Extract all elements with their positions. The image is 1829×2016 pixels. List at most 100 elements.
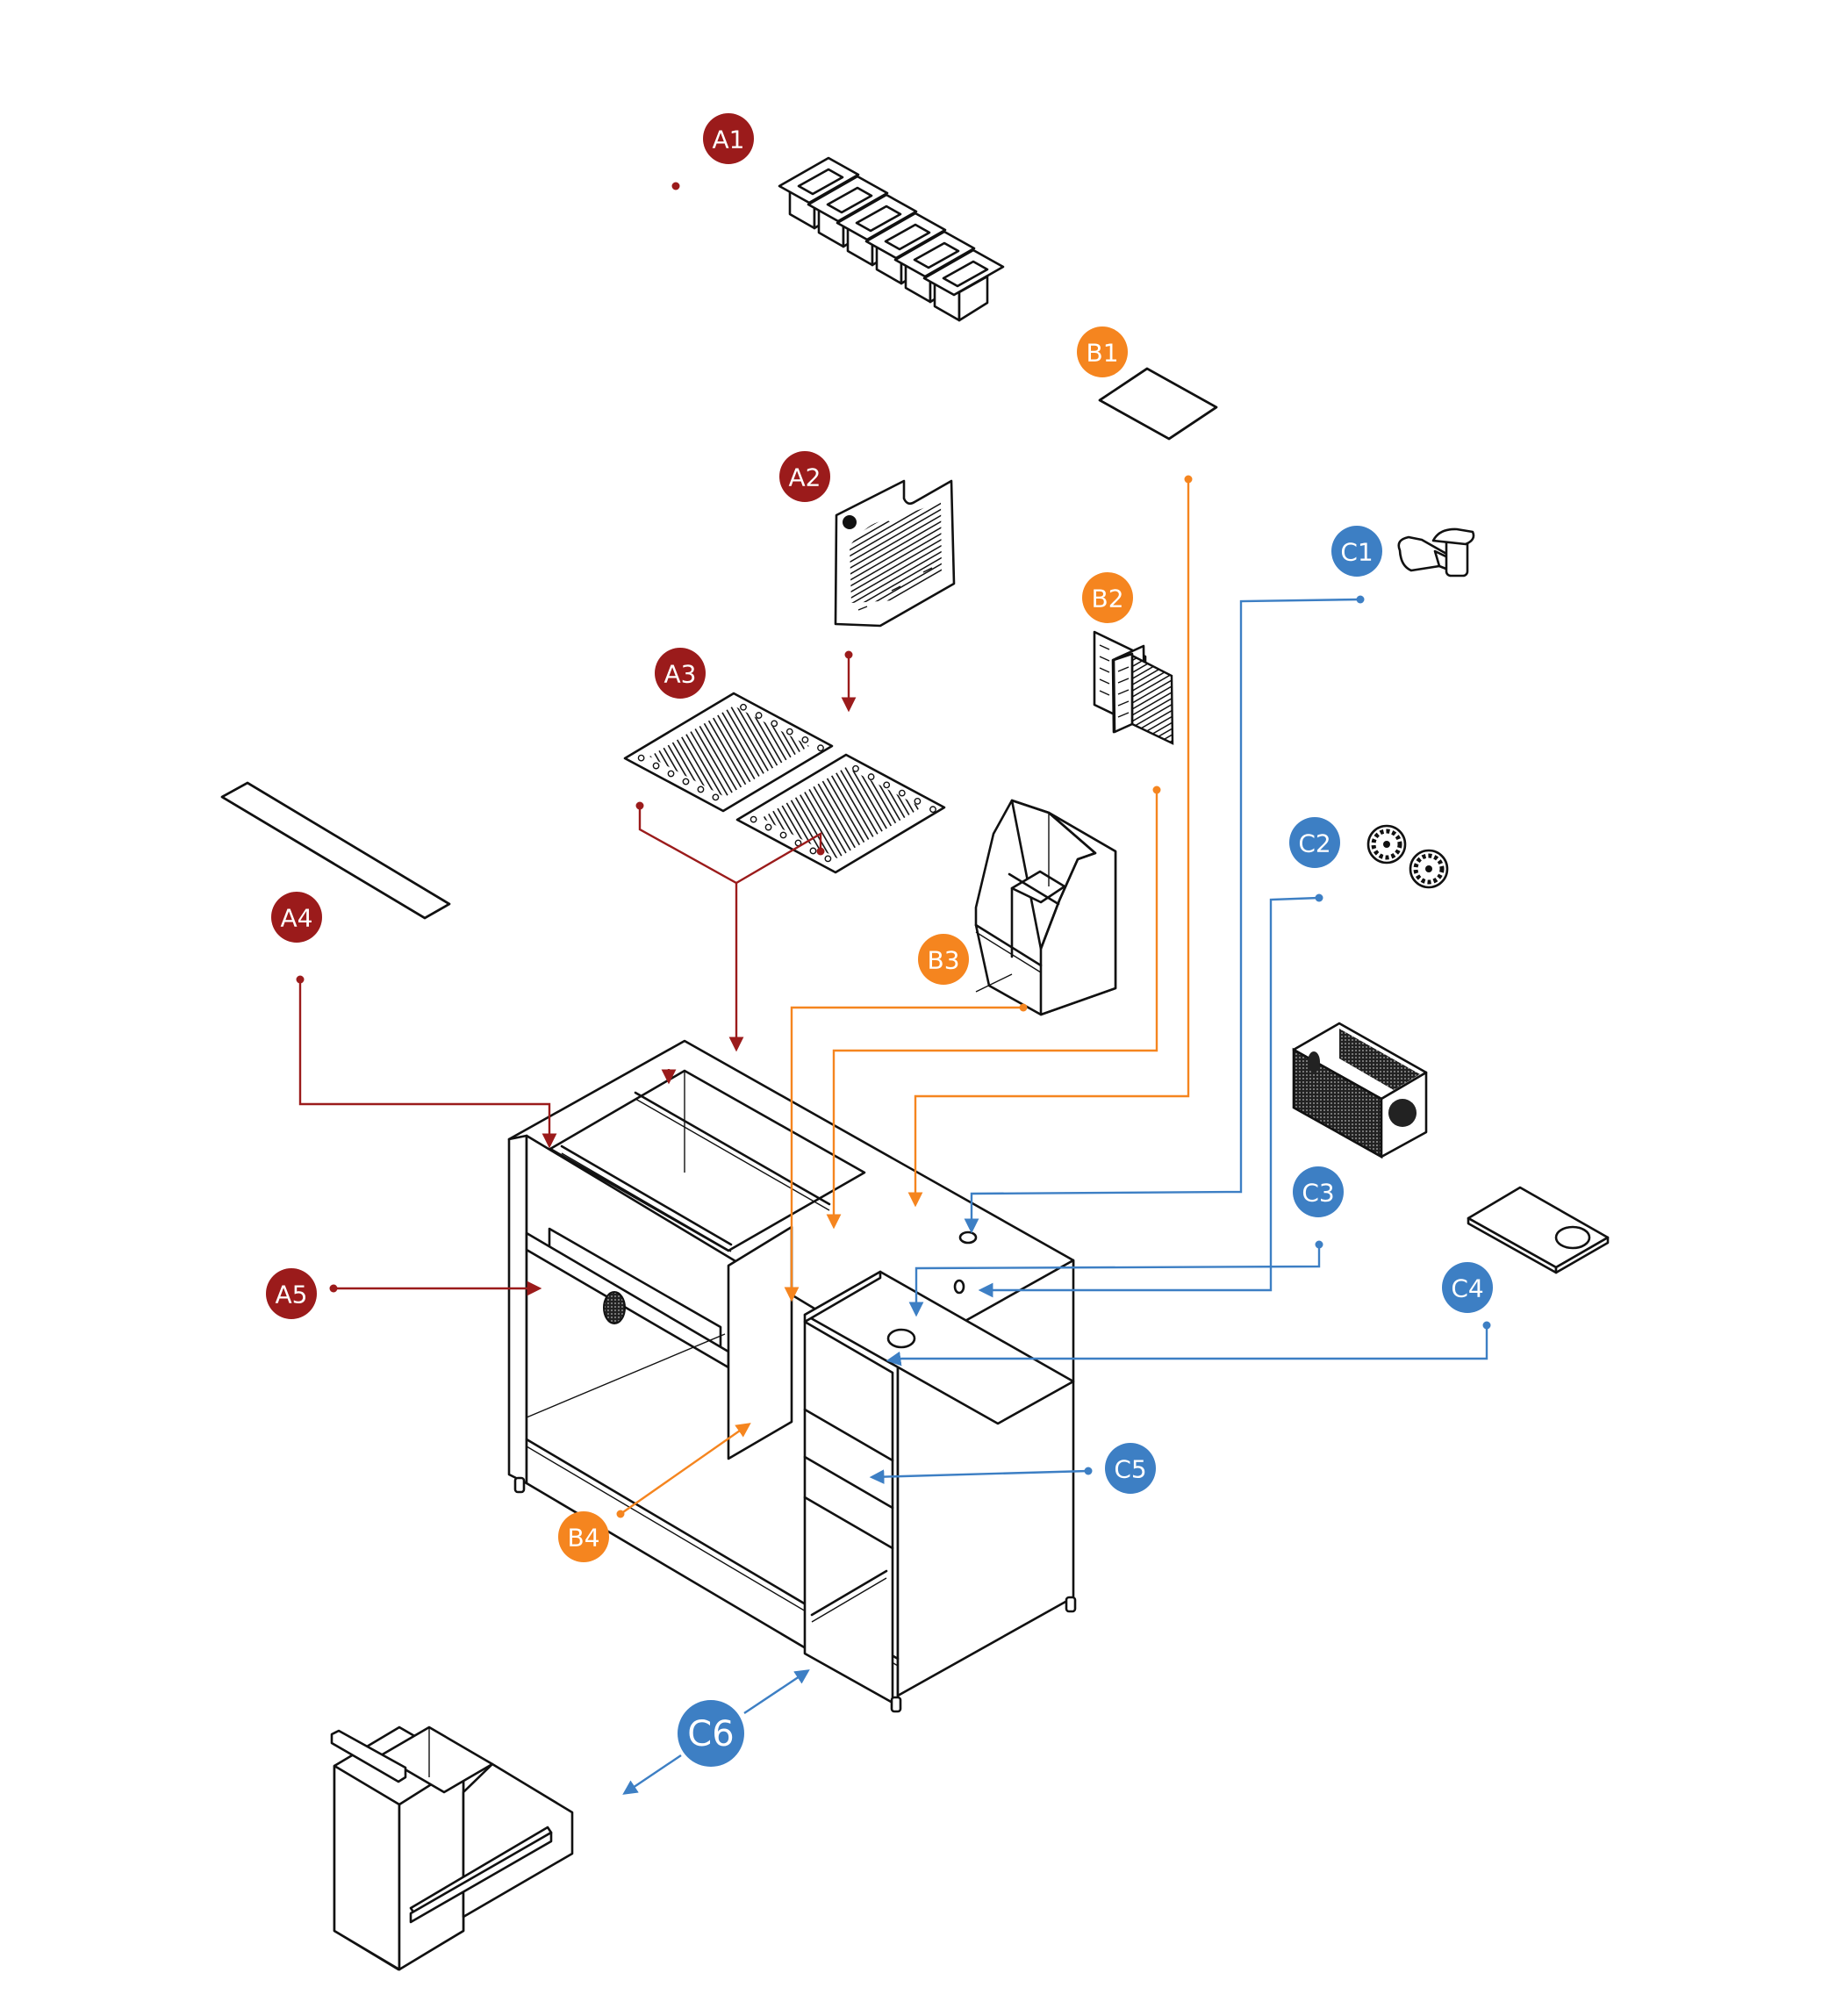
mounting-hole [697, 786, 705, 793]
mounting-hole [779, 831, 787, 839]
gastronorm-container [922, 248, 1005, 322]
part-b3-bottle-rack [974, 799, 1117, 1016]
badge-label: C4 [1451, 1274, 1483, 1303]
leader-dot [635, 801, 644, 810]
badge-label: C2 [1298, 829, 1331, 858]
callout-badge-c5[interactable]: C5 [1105, 1443, 1156, 1494]
badge-label: A2 [789, 463, 821, 492]
leader-dot [1184, 475, 1193, 484]
mounting-hole [929, 806, 936, 814]
part-c6-drawer-bin [330, 1725, 574, 1971]
leader-line-group-a [298, 979, 557, 1149]
mounting-hole [867, 773, 875, 780]
mounting-hole [914, 798, 922, 805]
badge-circle [266, 1268, 317, 1319]
part-b2-cross-grates [1093, 630, 1174, 745]
part-a2-divider-panel [834, 479, 956, 628]
mounting-hole [637, 754, 645, 762]
leader-dot [1482, 1321, 1491, 1330]
leader-dot [616, 1510, 625, 1518]
callout-badge-c1[interactable]: C1 [1331, 526, 1382, 577]
leader-line-group-c [869, 1469, 1089, 1485]
callout-badge-b3[interactable]: B3 [918, 934, 969, 985]
callout-badge-a5[interactable]: A5 [266, 1268, 317, 1319]
badge-label: A4 [281, 904, 313, 933]
badge-circle [1442, 1262, 1493, 1313]
leader-line-group-b [826, 790, 1158, 1230]
badge-label: C5 [1114, 1455, 1146, 1484]
part-c3-refrigeration-unit [1292, 1022, 1428, 1159]
leader-dot [816, 847, 825, 856]
badge-circle [1077, 326, 1128, 377]
mounting-hole [652, 762, 660, 770]
leader-dot [671, 182, 680, 190]
mounting-hole [801, 736, 809, 743]
part-c4-cover-plate [1467, 1186, 1610, 1274]
badge-label: A1 [713, 126, 745, 154]
mounting-hole [755, 712, 763, 719]
callout-badge-b1[interactable]: B1 [1077, 326, 1128, 377]
mounting-hole [898, 789, 906, 797]
badge-circle [1082, 572, 1133, 623]
badge-label: A5 [276, 1281, 308, 1309]
part-a1-container-row [778, 156, 1005, 322]
leader-line-group-c [622, 1754, 682, 1795]
badge-label: B3 [927, 946, 959, 975]
badge-circle [558, 1511, 609, 1562]
leader-dot [329, 1284, 338, 1293]
badge-circle [678, 1700, 744, 1767]
badge-circle [271, 892, 322, 943]
mounting-hole [809, 847, 817, 855]
mounting-hole [712, 793, 720, 801]
leader-dot [296, 975, 305, 984]
callout-badge-a4[interactable]: A4 [271, 892, 322, 943]
leader-line-group-b [907, 479, 1190, 1208]
badge-circle [1293, 1166, 1344, 1217]
callout-badge-a3[interactable]: A3 [655, 648, 706, 699]
part-c1-faucet [1397, 527, 1475, 578]
leader-dot [1084, 1467, 1093, 1475]
leader-dot [1356, 595, 1365, 604]
leader-dot [1152, 786, 1161, 794]
mounting-hole [771, 720, 778, 728]
callout-badge-c4[interactable]: C4 [1442, 1262, 1493, 1313]
badge-circle [1105, 1443, 1156, 1494]
badge-label: C3 [1302, 1179, 1334, 1208]
callout-badge-c2[interactable]: C2 [1289, 817, 1340, 868]
part-b1-drip-tray [1098, 367, 1218, 441]
callout-badge-a1[interactable]: A1 [703, 113, 754, 164]
badge-circle [1331, 526, 1382, 577]
mounting-hole [883, 781, 891, 789]
leader-line-group-c [978, 896, 1320, 1298]
mounting-hole [852, 764, 859, 772]
badge-circle [703, 113, 754, 164]
leader-line-group-b [620, 1423, 751, 1515]
callout-badge-c6[interactable]: C6 [678, 1700, 744, 1767]
badge-label: B4 [567, 1524, 599, 1553]
badge-circle [1289, 817, 1340, 868]
mounting-hole [764, 823, 772, 831]
part-c2-strainers [1366, 824, 1449, 889]
mounting-hole [750, 815, 757, 823]
callout-badge-b4[interactable]: B4 [558, 1511, 609, 1562]
leader-dot [1315, 1240, 1323, 1249]
mounting-hole [667, 770, 675, 778]
callout-badge-c3[interactable]: C3 [1293, 1166, 1344, 1217]
badge-label: B1 [1086, 339, 1118, 368]
callout-badge-b2[interactable]: B2 [1082, 572, 1133, 623]
leader-line-group-c [743, 1669, 810, 1714]
mounting-hole [824, 855, 832, 863]
leader-dot [844, 650, 853, 659]
badge-circle [779, 451, 830, 502]
badge-label: C6 [687, 1714, 734, 1754]
badge-label: A3 [664, 660, 697, 689]
callout-badge-a2[interactable]: A2 [779, 451, 830, 502]
badge-circle [655, 648, 706, 699]
leader-line-group-c [886, 1325, 1488, 1367]
mounting-hole [785, 728, 793, 735]
mounting-hole [817, 744, 824, 752]
badge-label: C1 [1340, 538, 1373, 567]
leader-line-group-c [964, 598, 1361, 1234]
